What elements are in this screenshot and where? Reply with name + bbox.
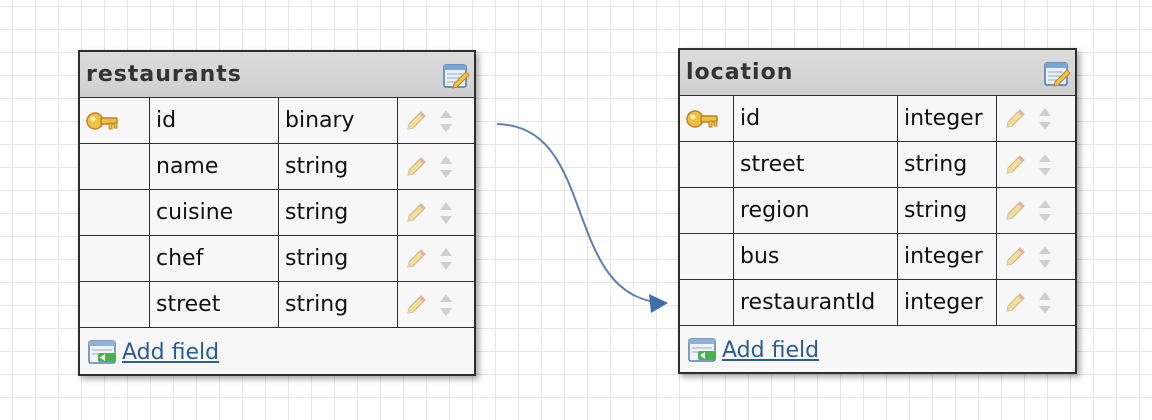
table-header[interactable]: location <box>680 50 1075 96</box>
up-down-arrows-icon[interactable] <box>438 291 454 319</box>
field-type[interactable]: string <box>279 144 398 189</box>
field-type[interactable]: binary <box>279 98 398 143</box>
up-down-arrows-icon[interactable] <box>438 153 454 181</box>
key-cell <box>680 96 734 141</box>
field-type[interactable]: integer <box>898 280 997 325</box>
pencil-icon[interactable] <box>1003 153 1027 177</box>
edit-table-icon[interactable] <box>1043 60 1071 88</box>
field-actions <box>398 236 474 281</box>
key-icon <box>686 109 718 128</box>
up-down-arrows-icon[interactable] <box>1037 197 1053 225</box>
table-header[interactable]: restaurants <box>80 52 474 98</box>
field-actions <box>398 282 474 327</box>
field-actions <box>997 96 1075 141</box>
table-name: location <box>686 60 794 85</box>
key-cell <box>80 98 150 143</box>
up-down-arrows-icon[interactable] <box>1037 289 1053 317</box>
pencil-icon[interactable] <box>404 201 428 225</box>
edit-table-icon[interactable] <box>442 62 470 90</box>
field-actions <box>398 190 474 235</box>
key-cell <box>680 234 734 279</box>
key-cell <box>80 190 150 235</box>
up-down-arrows-icon[interactable] <box>1037 105 1053 133</box>
add-field-row[interactable]: Add field <box>80 328 474 376</box>
pencil-icon[interactable] <box>404 109 428 133</box>
relation-arrowhead <box>649 294 668 313</box>
field-actions <box>997 142 1075 187</box>
pencil-icon[interactable] <box>404 293 428 317</box>
field-type[interactable]: integer <box>898 234 997 279</box>
field-name[interactable]: bus <box>734 234 898 279</box>
key-cell <box>680 142 734 187</box>
pencil-icon[interactable] <box>1003 199 1027 223</box>
field-actions <box>997 234 1075 279</box>
field-actions <box>997 280 1075 325</box>
key-cell <box>80 144 150 189</box>
key-cell <box>80 282 150 327</box>
field-name[interactable]: street <box>734 142 898 187</box>
add-field-icon <box>688 338 716 362</box>
pencil-icon[interactable] <box>1003 245 1027 269</box>
add-field-icon <box>88 340 116 364</box>
key-cell <box>680 280 734 325</box>
relation-line <box>496 123 667 304</box>
field-type[interactable]: string <box>279 190 398 235</box>
field-type[interactable]: string <box>279 236 398 281</box>
field-name[interactable]: restaurantId <box>734 280 898 325</box>
pencil-icon[interactable] <box>1003 107 1027 131</box>
up-down-arrows-icon[interactable] <box>438 245 454 273</box>
field-name[interactable]: region <box>734 188 898 233</box>
field-name[interactable]: chef <box>150 236 279 281</box>
key-cell <box>80 236 150 281</box>
add-field-link[interactable]: Add field <box>722 337 820 363</box>
field-type[interactable]: string <box>898 142 997 187</box>
field-actions <box>398 144 474 189</box>
pencil-icon[interactable] <box>1003 291 1027 315</box>
up-down-arrows-icon[interactable] <box>438 107 454 135</box>
up-down-arrows-icon[interactable] <box>1037 151 1053 179</box>
field-type[interactable]: integer <box>898 96 997 141</box>
pencil-icon[interactable] <box>404 247 428 271</box>
field-name[interactable]: id <box>734 96 898 141</box>
up-down-arrows-icon[interactable] <box>1037 243 1053 271</box>
field-type[interactable]: string <box>279 282 398 327</box>
key-icon <box>86 111 118 130</box>
up-down-arrows-icon[interactable] <box>438 199 454 227</box>
field-name[interactable]: cuisine <box>150 190 279 235</box>
pencil-icon[interactable] <box>404 155 428 179</box>
field-type[interactable]: string <box>898 188 997 233</box>
add-field-link[interactable]: Add field <box>122 339 220 365</box>
key-cell <box>680 188 734 233</box>
field-name[interactable]: street <box>150 282 279 327</box>
table-name: restaurants <box>86 62 242 87</box>
field-actions <box>997 188 1075 233</box>
add-field-row[interactable]: Add field <box>680 326 1075 374</box>
field-actions <box>398 98 474 143</box>
field-name[interactable]: id <box>150 98 279 143</box>
field-name[interactable]: name <box>150 144 279 189</box>
